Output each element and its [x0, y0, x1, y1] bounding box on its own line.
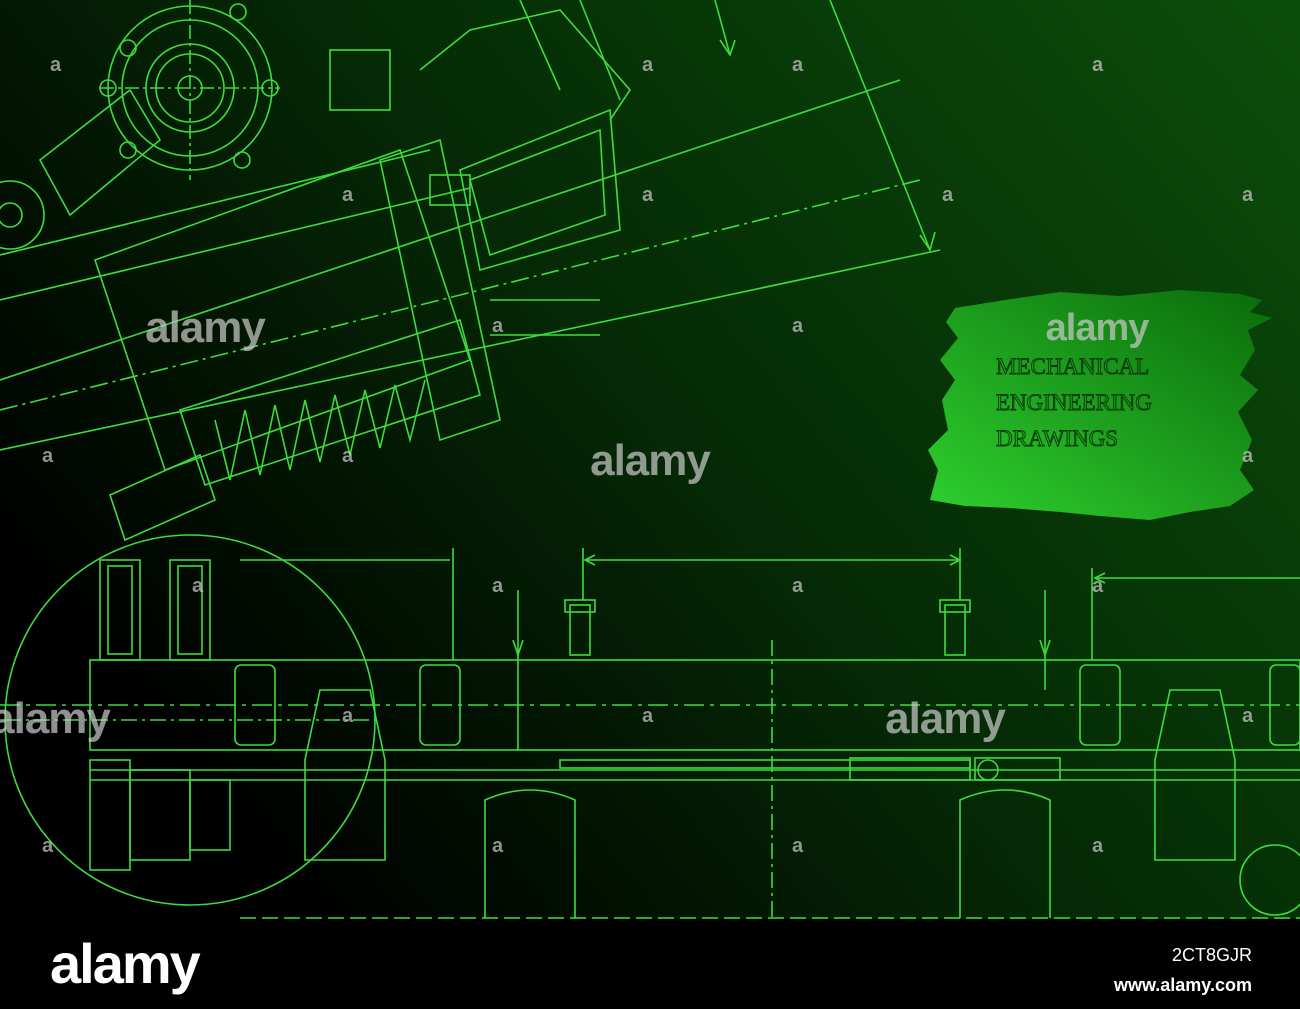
banner-logo: alamy: [1046, 307, 1150, 349]
watermark-mark: a: [1092, 54, 1104, 76]
watermark-mark: a: [642, 184, 654, 206]
watermark-mark: a: [792, 315, 804, 337]
banner-shape: [928, 290, 1272, 520]
watermark-mark: a: [1092, 575, 1104, 597]
detail-circle: [4, 534, 376, 906]
watermark-overlay: alamy alamy alamy alamy a a a a a a a a …: [0, 54, 1255, 857]
watermark-mark: a: [192, 575, 204, 597]
watermark-text: alamy: [0, 694, 111, 743]
watermark-mark: a: [492, 575, 504, 597]
watermark-mark: a: [642, 705, 654, 727]
footer-bar: [0, 919, 1300, 1009]
watermark-mark: a: [1242, 705, 1254, 727]
watermark-text: alamy: [145, 303, 266, 352]
watermark-mark: a: [792, 54, 804, 76]
watermark-mark: a: [1092, 835, 1104, 857]
watermark-mark: a: [342, 184, 354, 206]
watermark-mark: a: [1242, 184, 1254, 206]
watermark-mark: a: [342, 705, 354, 727]
footer-logo: alamy: [50, 932, 201, 995]
watermark-mark: a: [1242, 445, 1254, 467]
image-id: 2CT8GJR: [1171, 945, 1252, 965]
footer-url[interactable]: www.alamy.com: [1113, 975, 1252, 995]
upper-assembly: [0, 0, 941, 542]
watermark-mark: a: [42, 835, 54, 857]
banner-line-2: ENGINEERING: [996, 390, 1152, 415]
watermark-mark: a: [492, 835, 504, 857]
engineering-drawing: alamy MECHANICAL ENGINEERING DRAWINGS al…: [0, 0, 1300, 919]
watermark-mark: a: [792, 835, 804, 857]
watermark-mark: a: [492, 315, 504, 337]
watermark-mark: a: [792, 575, 804, 597]
watermark-mark: a: [42, 445, 54, 467]
watermark-mark: a: [642, 54, 654, 76]
banner-line-1: MECHANICAL: [996, 354, 1149, 379]
watermark-mark: a: [50, 54, 62, 76]
watermark-text: alamy: [885, 694, 1006, 743]
banner-line-3: DRAWINGS: [996, 426, 1118, 451]
watermark-mark: a: [942, 184, 954, 206]
watermark-mark: a: [342, 445, 354, 467]
watermark-text: alamy: [590, 436, 711, 485]
beam-assembly: [0, 548, 1300, 919]
title-banner: alamy MECHANICAL ENGINEERING DRAWINGS: [928, 290, 1272, 520]
